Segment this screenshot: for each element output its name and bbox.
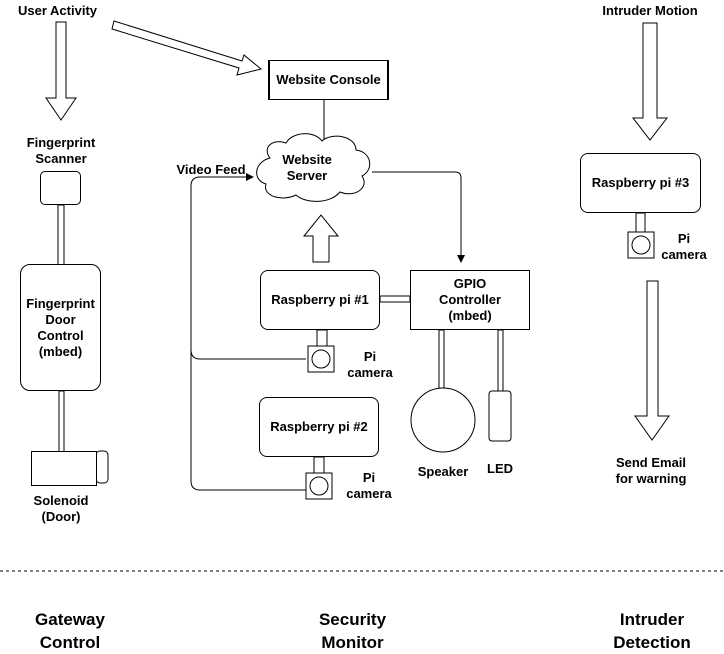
intruder-detection-section-label: Intruder Detection [613,610,691,652]
gateway-control-section-label: Gateway Control [35,610,105,652]
pi-camera-2-label: Pi camera [346,470,392,501]
intruder-motion-down-arrow [631,22,669,141]
security-monitor-section-label: Security Monitor [318,610,387,652]
pi-camera-3-label: Pi camera [661,231,707,262]
send-email-label: Send Email for warning [615,455,687,486]
speaker-label: Speaker [417,464,469,479]
gpio-speaker-connector [438,329,445,393]
user-activity-down-arrow [45,21,77,121]
website-console: Website Console [268,60,389,100]
speaker-icon [410,387,476,453]
fingerprint-scanner [40,171,81,205]
rpi1-gpio-connector [379,295,411,303]
camera1-stem [316,329,328,348]
pi-camera-1-icon [307,345,335,373]
raspberry-pi-3: Raspberry pi #3 [580,153,701,213]
scanner-connector [57,204,65,266]
user-activity-label: User Activity [18,3,97,18]
pi-camera-1-label: Pi camera [347,349,393,380]
camera1-feed-line [190,349,306,360]
intruder-motion-label: Intruder Motion [602,3,698,18]
website-server-cloud [256,133,371,202]
led-icon [488,390,512,442]
send-email-down-arrow [634,280,670,441]
raspberry-pi-1: Raspberry pi #1 [260,270,380,330]
raspberry-pi-2: Raspberry pi #2 [259,397,379,457]
pi-camera-3-icon [627,231,655,259]
pi-camera-2-icon [305,472,333,500]
led-label: LED [487,461,513,476]
video-feed-label: Video Feed [176,162,246,177]
solenoid-knob [95,450,109,484]
solenoid-connector [58,390,65,454]
user-activity-diagonal-arrow [111,20,263,76]
server-to-gpio-arrow [372,171,465,263]
solenoid-label: Solenoid (Door) [33,493,89,524]
video-feed-line [190,173,306,491]
gpio-controller: GPIO Controller (mbed) [410,270,530,330]
fingerprint-door-control: Fingerprint Door Control (mbed) [20,264,101,391]
rpi1-upload-arrow [302,214,340,263]
camera2-stem [313,456,325,475]
website-server-label: Website Server [282,152,332,183]
gpio-led-connector [497,329,504,393]
fingerprint-scanner-label: Fingerprint Scanner [26,135,96,166]
solenoid-body [31,451,97,486]
camera3-stem [635,212,646,234]
